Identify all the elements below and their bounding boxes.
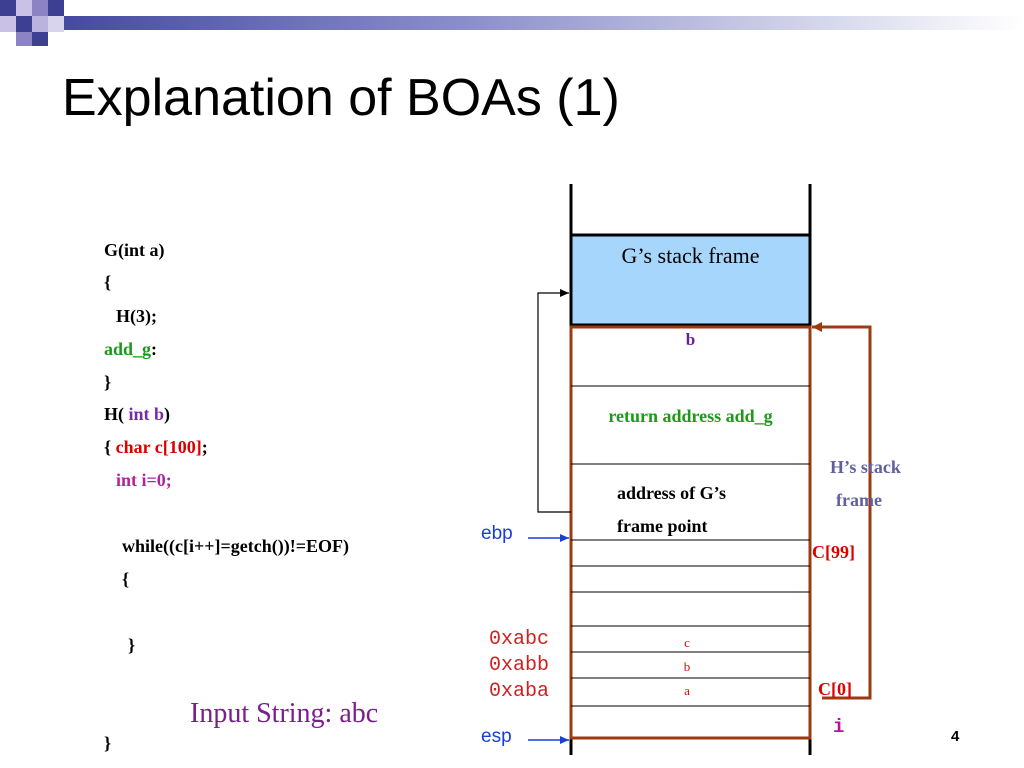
frame-pointer-arrow [537,289,571,513]
address-0xabc: 0xabc [489,628,550,651]
code-line-while-open: { [122,569,130,589]
code-line-while: while((c[i++]=getch())!=EOF) [122,536,349,556]
code-label-colon: : [151,339,158,359]
code-line-h-signature: H( int b) [104,405,170,423]
code-line-label-add-g: add_g: [104,340,157,358]
g-stack-frame-label: G’s stack frame [621,243,760,268]
stack-cell-b: b [683,659,691,674]
code-h-open: H( [104,404,124,424]
param-b-cell: b [685,330,696,349]
esp-label: esp [481,726,512,747]
code-line-end-brace: } [104,733,112,753]
h-stack-frame-box [569,325,812,740]
code-brace: { [104,437,112,457]
code-line-call-h: H(3); [116,306,157,326]
slide-title: Explanation of BOAs (1) [62,69,620,127]
stack-cell-c: c [684,635,690,650]
h-frame-label-line1: H’s stack [830,457,901,477]
code-line-int-i: int i=0; [116,470,172,490]
h-frame-label-line2: frame [836,490,882,510]
i-label: i [833,716,845,738]
code-char-decl: char c[100] [115,437,202,457]
return-address-cell: return address add_g [608,406,773,426]
code-h-close: ) [164,404,171,424]
c0-label: C[0] [818,679,852,699]
stack-cell-a: a [684,683,690,698]
input-string-note: Input String: abc [190,698,379,729]
banner-gradient-bar [0,16,1024,30]
code-line-char-array: { char c[100]; [104,438,208,456]
code-line-open-brace: { [104,272,112,292]
code-semicolon: ; [201,437,208,457]
page-number: 4 [951,728,960,745]
address-0xabb: 0xabb [489,654,550,677]
saved-frame-pointer-line1: address of G’s [617,483,727,503]
code-line-while-close: } [128,635,136,655]
code-line-g-signature: G(int a) [104,240,165,260]
checker-logo [0,0,64,46]
code-h-param: int b [128,404,165,424]
address-0xaba: 0xaba [489,680,550,703]
code-line-close-brace: } [104,372,112,392]
code-label-add-g: add_g [104,339,152,359]
stack-cell-dividers [571,385,810,707]
header-banner [0,0,1024,46]
g-stack-frame-box [569,233,812,327]
ebp-label: ebp [481,523,513,544]
c99-label: C[99] [812,542,855,562]
overflow-direction-arrow [812,322,872,700]
saved-frame-pointer-line2: frame point [617,516,708,536]
